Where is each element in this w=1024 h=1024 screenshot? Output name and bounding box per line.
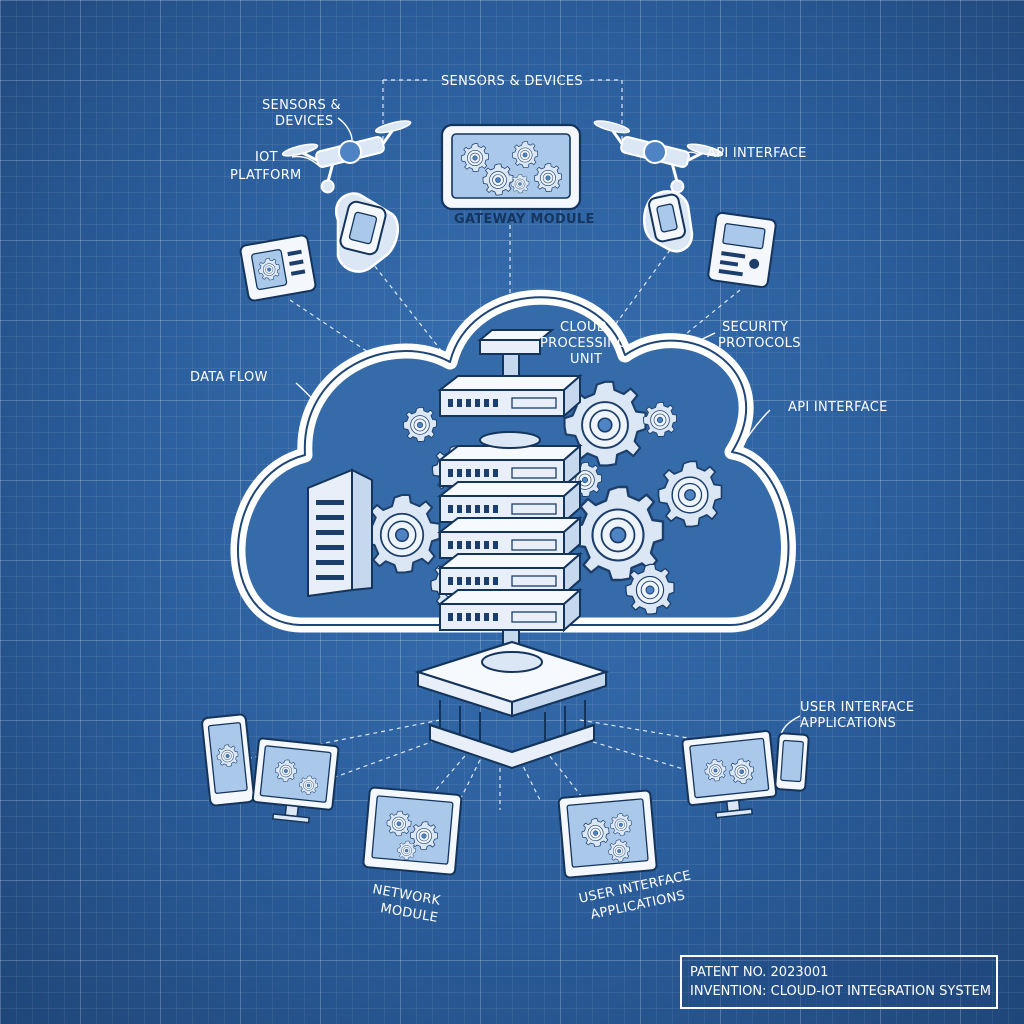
patent-info-box: PATENT NO. 2023001 INVENTION: CLOUD-IOT … — [680, 955, 998, 1009]
label-gateway-module: GATEWAY MODULE — [454, 212, 595, 227]
monitor-device-right — [681, 730, 778, 819]
base-hardware-platform — [414, 629, 610, 770]
label-cloud-processing-line3: UNIT — [570, 352, 603, 367]
label-sensors-left-line2: DEVICES — [275, 114, 334, 129]
rack-panel — [307, 468, 373, 598]
wearable-band-icon-right — [643, 190, 694, 253]
label-api-interface-right: API INTERFACE — [788, 400, 888, 415]
patent-invention: INVENTION: CLOUD-IOT INTEGRATION SYSTEM — [690, 984, 991, 999]
cloud-processing-unit — [439, 329, 581, 631]
control-unit-device — [707, 211, 777, 289]
label-cloud-processing-line1: CLOUD — [560, 320, 608, 335]
tablet-device-left — [201, 713, 255, 807]
drone-sensor-icon — [281, 120, 412, 194]
gateway-module-device — [440, 123, 582, 211]
label-user-interface-right-line1: USER INTERFACE — [800, 700, 915, 715]
monitor-device-left — [251, 737, 340, 824]
label-security-line1: SECURITY — [722, 320, 789, 335]
label-api-interface-top: API INTERFACE — [707, 146, 807, 161]
label-user-interface-right-line2: APPLICATIONS — [800, 716, 897, 731]
label-iot-platform-line1: IOT — [255, 150, 278, 165]
monitor-device-center-right — [557, 789, 658, 879]
drone-sensor-icon-right — [593, 120, 724, 194]
control-panel-device — [239, 234, 317, 302]
label-data-flow: DATA FLOW — [190, 370, 268, 385]
wearable-band-icon — [334, 192, 400, 273]
label-sensors-left-line1: SENSORS & — [262, 98, 341, 113]
label-cloud-processing-line2: PROCESSING — [540, 336, 628, 351]
label-security-line2: PROTOCOLS — [718, 336, 801, 351]
label-sensors-devices-top: SENSORS & DEVICES — [441, 74, 583, 89]
phone-device-right — [774, 732, 810, 792]
label-iot-platform-line2: PLATFORM — [230, 168, 302, 183]
monitor-device-center-left — [362, 786, 463, 876]
patent-number: PATENT NO. 2023001 — [690, 965, 829, 980]
